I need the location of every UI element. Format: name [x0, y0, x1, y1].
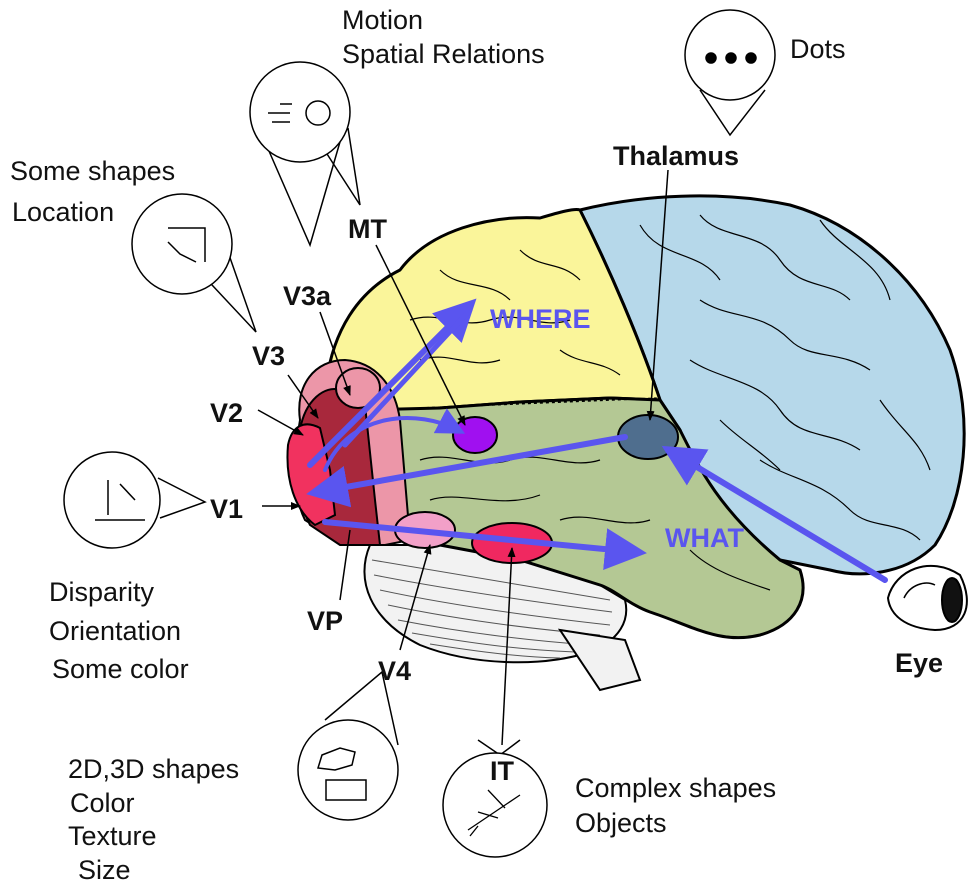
desc-2d3d-1: 2D,3D shapes: [68, 754, 239, 784]
some-shapes-callout: [132, 194, 256, 332]
desc-complex-2: Objects: [575, 808, 667, 838]
label-vp: VP: [307, 606, 343, 636]
blob-rectangle-icon: [298, 720, 398, 820]
desc-motion-1: Motion: [342, 5, 423, 35]
label-v3a: V3a: [283, 281, 332, 311]
label-where: WHERE: [490, 304, 591, 334]
motion-callout: [250, 62, 360, 245]
label-thalamus: Thalamus: [613, 141, 739, 171]
v2-leader: [258, 410, 303, 435]
angle-shapes-icon: [132, 194, 232, 294]
desc-complex-1: Complex shapes: [575, 773, 776, 803]
desc-disparity-3: Some color: [52, 654, 189, 684]
desc-dots: Dots: [790, 34, 846, 64]
orientation-bars-icon: [64, 452, 160, 548]
desc-disparity-2: Orientation: [49, 616, 181, 646]
area-mt: [453, 417, 497, 453]
label-v1: V1: [210, 494, 243, 524]
desc-2d3d-2: Color: [70, 788, 135, 818]
label-v3: V3: [252, 341, 285, 371]
desc-shapes-2: Location: [12, 197, 114, 227]
brainstem: [560, 630, 640, 690]
label-v2: V2: [210, 398, 243, 428]
desc-2d3d-4: Size: [78, 855, 131, 885]
eye-icon: [888, 566, 967, 630]
desc-2d3d-3: Texture: [68, 821, 157, 851]
desc-disparity-1: Disparity: [49, 577, 155, 607]
desc-shapes-1: Some shapes: [10, 156, 175, 186]
shapes-2d3d-callout: [298, 672, 398, 820]
label-mt: MT: [348, 214, 387, 244]
desc-motion-2: Spatial Relations: [342, 39, 545, 69]
motion-icon: [250, 62, 350, 162]
label-it: IT: [490, 756, 515, 786]
label-v4: V4: [378, 656, 411, 686]
disparity-callout: [64, 452, 205, 548]
dots-callout: [685, 10, 775, 135]
label-what: WHAT: [665, 523, 744, 553]
label-eye: Eye: [895, 648, 943, 678]
